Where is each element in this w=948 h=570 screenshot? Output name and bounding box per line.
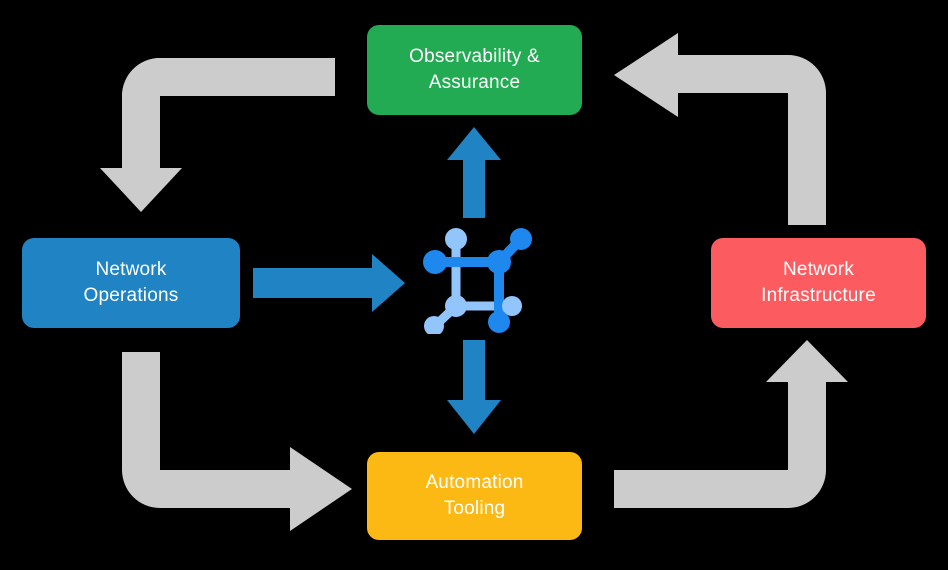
connector-center-to-automation	[447, 340, 501, 434]
topology-light-nodes	[424, 228, 522, 334]
connector-observability-to-ops	[100, 58, 335, 212]
node-box-observability[interactable]: Observability & Assurance	[367, 25, 582, 115]
node-box-network-operations[interactable]: Network Operations	[22, 238, 240, 328]
connector-infrastructure-to-observability	[614, 33, 826, 225]
topology-dark-nodes	[423, 228, 532, 333]
connector-center-to-observability	[447, 127, 501, 218]
node-label-observability: Observability & Assurance	[409, 46, 540, 93]
connector-ops-to-automation	[122, 352, 352, 531]
node-box-network-infrastructure[interactable]: Network Infrastructure	[711, 238, 926, 328]
node-label-network-infrastructure: Network Infrastructure	[761, 259, 876, 306]
connector-automation-to-infrastructure	[614, 340, 848, 508]
node-box-automation-tooling[interactable]: Automation Tooling	[367, 452, 582, 540]
node-label-automation-tooling: Automation Tooling	[425, 472, 524, 519]
network-topology-icon	[423, 228, 532, 334]
connector-ops-to-center	[253, 254, 405, 312]
node-label-network-operations: Network Operations	[83, 259, 179, 306]
